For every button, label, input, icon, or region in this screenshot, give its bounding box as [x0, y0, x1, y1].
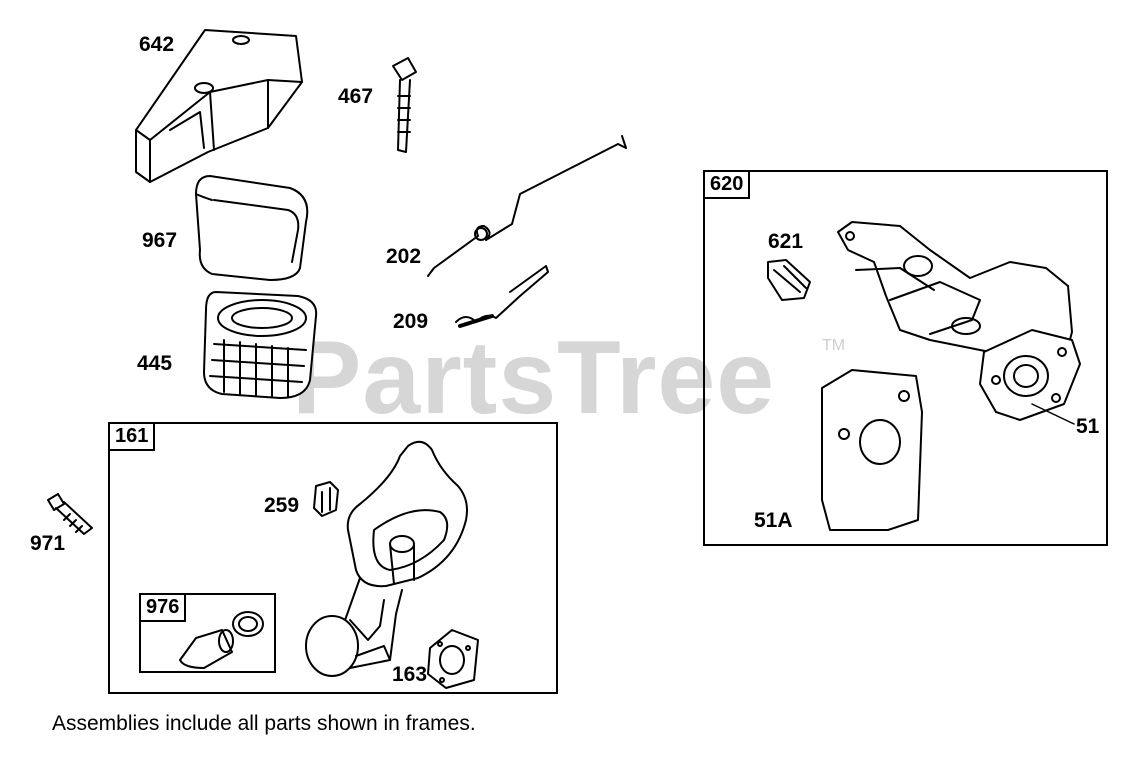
callout-971: 971: [30, 532, 66, 555]
callout-51: 51: [1076, 415, 1100, 438]
air-filter-part: [203, 291, 318, 399]
assembly-frame-620: [703, 170, 1108, 546]
pre-cleaner-part: [195, 175, 309, 281]
callout-202: 202: [386, 245, 422, 268]
spacer-plate-51a-part: [821, 369, 923, 531]
callout-163: 163: [392, 663, 428, 686]
leader-line-51: [1031, 403, 1075, 425]
callout-621: 621: [768, 230, 804, 253]
watermark: PartsTree: [292, 320, 776, 436]
callout-967: 967: [142, 229, 178, 252]
gasket-51-part: [979, 329, 1081, 421]
spring-part: [455, 265, 549, 328]
callout-467: 467: [338, 85, 374, 108]
watermark-trademark: TM: [822, 337, 846, 354]
assembly-tag-976: 976: [139, 593, 187, 622]
air-cleaner-cover-part: [135, 29, 303, 183]
nut-259-part: [313, 481, 339, 517]
callout-642: 642: [139, 33, 175, 56]
callout-51a: 51A: [754, 509, 793, 532]
gasket-163-part: [427, 629, 479, 689]
clip-621-part: [767, 259, 811, 301]
callout-259: 259: [264, 494, 300, 517]
assemblies-note: Assemblies include all parts shown in fr…: [52, 712, 476, 735]
air-cleaner-base-part: [305, 440, 468, 677]
screw-971-part: [47, 493, 93, 535]
callout-445: 445: [137, 352, 173, 375]
governor-link-part: [427, 135, 627, 277]
callout-209: 209: [393, 310, 429, 333]
assembly-frame-161: [108, 422, 558, 694]
clamp-976-part: [179, 611, 264, 669]
assembly-tag-161: 161: [108, 422, 156, 451]
bolt-467-part: [392, 57, 417, 153]
assembly-tag-620: 620: [703, 170, 751, 199]
assembly-frame-976: [139, 593, 276, 673]
